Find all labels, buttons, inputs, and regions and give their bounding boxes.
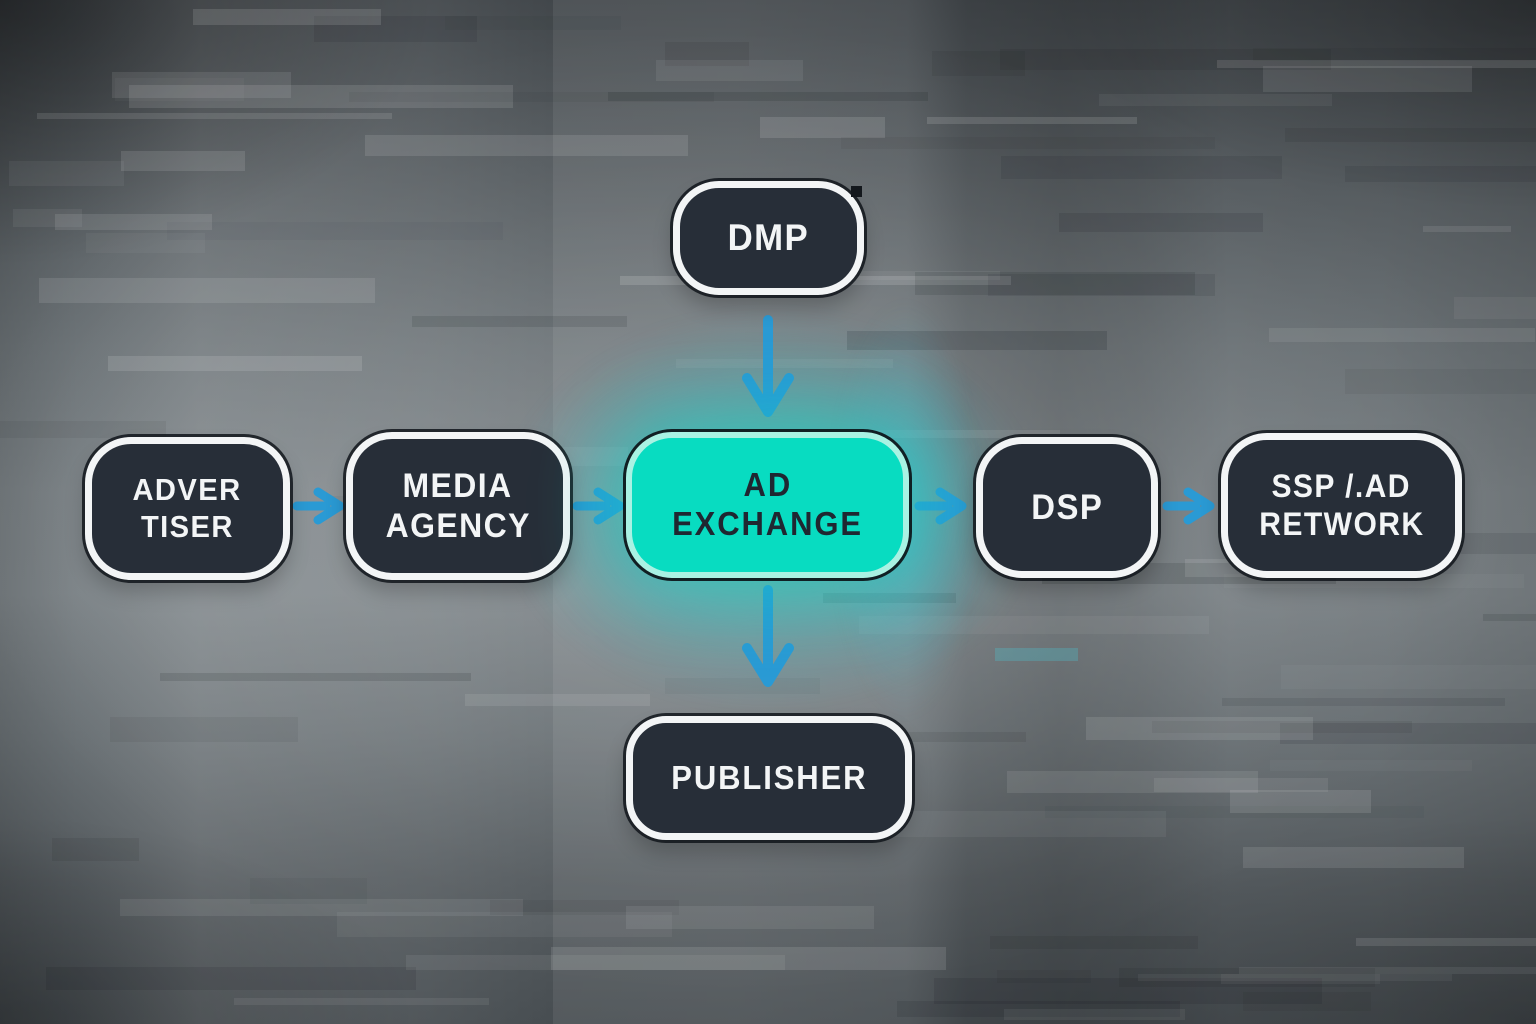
arrow-dmp-to-ad-exchange [742, 315, 794, 417]
arrow-ad-exchange-to-dsp [914, 487, 967, 525]
arrow-ad-exchange-to-publisher [742, 585, 794, 687]
node-publisher-label: PUBLISHER [670, 758, 868, 796]
node-advertiser-label-line1: ADVER [132, 471, 243, 507]
node-media-agency-label-line2: AGENCY [385, 507, 531, 545]
node-ad-exchange-label-line1: AD [743, 466, 792, 504]
node-dmp-label: DMP [727, 217, 810, 259]
node-publisher: PUBLISHER [626, 716, 912, 840]
node-dmp: DMP [673, 181, 864, 295]
glitch-speck [851, 186, 862, 197]
arrow-dsp-to-ssp [1162, 487, 1215, 525]
node-advertiser: ADVER TISER [85, 437, 290, 580]
node-dsp-label: DSP [1031, 487, 1103, 527]
node-media-agency: MEDIA AGENCY [346, 432, 570, 580]
node-ad-exchange: AD EXCHANGE [626, 432, 909, 578]
node-media-agency-label-line1: MEDIA [402, 466, 514, 505]
arrow-media-agency-to-ad-exchange [572, 487, 625, 525]
arrow-advertiser-to-media-agency [292, 487, 345, 525]
node-ssp-label-line1: SSP /.AD [1271, 467, 1412, 504]
node-ssp-ad-network: SSP /.AD RETWORK [1221, 433, 1462, 578]
node-ad-exchange-label-line2: EXCHANGE [672, 505, 863, 542]
node-ssp-label-line2: RETWORK [1258, 505, 1425, 542]
node-advertiser-label-line2: TISER [141, 508, 234, 544]
node-dsp: DSP [976, 437, 1158, 578]
